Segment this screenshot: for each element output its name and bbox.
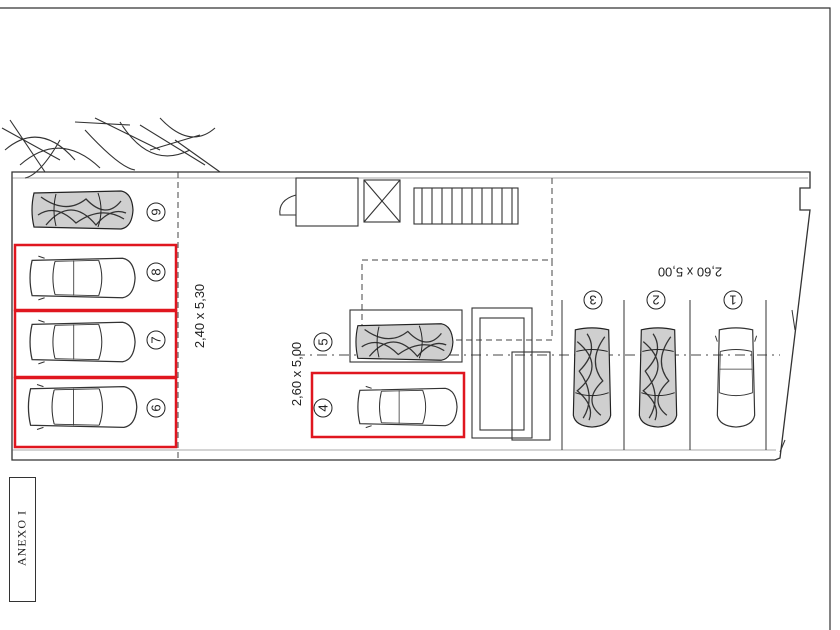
building-outline bbox=[11, 171, 811, 461]
highlight-group bbox=[13, 243, 466, 449]
car-space-5 bbox=[355, 323, 454, 361]
car-space-3 bbox=[572, 327, 612, 428]
car-space-6 bbox=[27, 383, 138, 431]
dimension-middle: 2,60 x 5,00 bbox=[289, 342, 304, 406]
space-circle-8 bbox=[146, 262, 166, 282]
space-circle-1 bbox=[723, 290, 743, 310]
space-circle-3 bbox=[583, 290, 603, 310]
space-number-6: 6 bbox=[149, 404, 164, 411]
stair-elevator-core bbox=[279, 177, 519, 227]
stall-dividers bbox=[561, 300, 767, 450]
space-number-4: 4 bbox=[316, 404, 331, 411]
space-circle-2 bbox=[646, 290, 666, 310]
space-circle-6 bbox=[146, 398, 166, 418]
space-number-3: 3 bbox=[589, 293, 596, 308]
space-number-2: 2 bbox=[652, 293, 659, 308]
space-number-8: 8 bbox=[149, 268, 164, 275]
dimension-left-row: 2,40 x 5,30 bbox=[192, 284, 207, 348]
highlight-space-8 bbox=[13, 243, 178, 312]
space-circle-9 bbox=[146, 202, 166, 222]
car-space-4 bbox=[357, 385, 458, 429]
dashed-lines bbox=[177, 172, 780, 460]
car-space-8 bbox=[29, 255, 136, 301]
space-circle-7 bbox=[146, 330, 166, 350]
space-circle-5 bbox=[313, 332, 333, 352]
space-number-5: 5 bbox=[316, 338, 331, 345]
sheet-border bbox=[0, 7, 831, 630]
car-space-7 bbox=[29, 319, 136, 365]
space-number-7: 7 bbox=[149, 336, 164, 343]
annex-label: ANEXO I bbox=[14, 510, 29, 566]
highlight-space-4 bbox=[310, 371, 466, 439]
space-circle-4 bbox=[313, 398, 333, 418]
car-space-1 bbox=[714, 327, 758, 428]
car-space-9 bbox=[31, 190, 134, 230]
dimension-right-row: 2,60 x 5,00 bbox=[658, 265, 722, 280]
highlight-space-6 bbox=[13, 376, 178, 449]
service-block bbox=[349, 307, 551, 441]
annex-box bbox=[9, 477, 36, 602]
tree-scribble bbox=[1, 117, 221, 179]
space-number-1: 1 bbox=[729, 293, 736, 308]
space-number-9: 9 bbox=[149, 208, 164, 215]
car-space-2 bbox=[638, 327, 678, 428]
